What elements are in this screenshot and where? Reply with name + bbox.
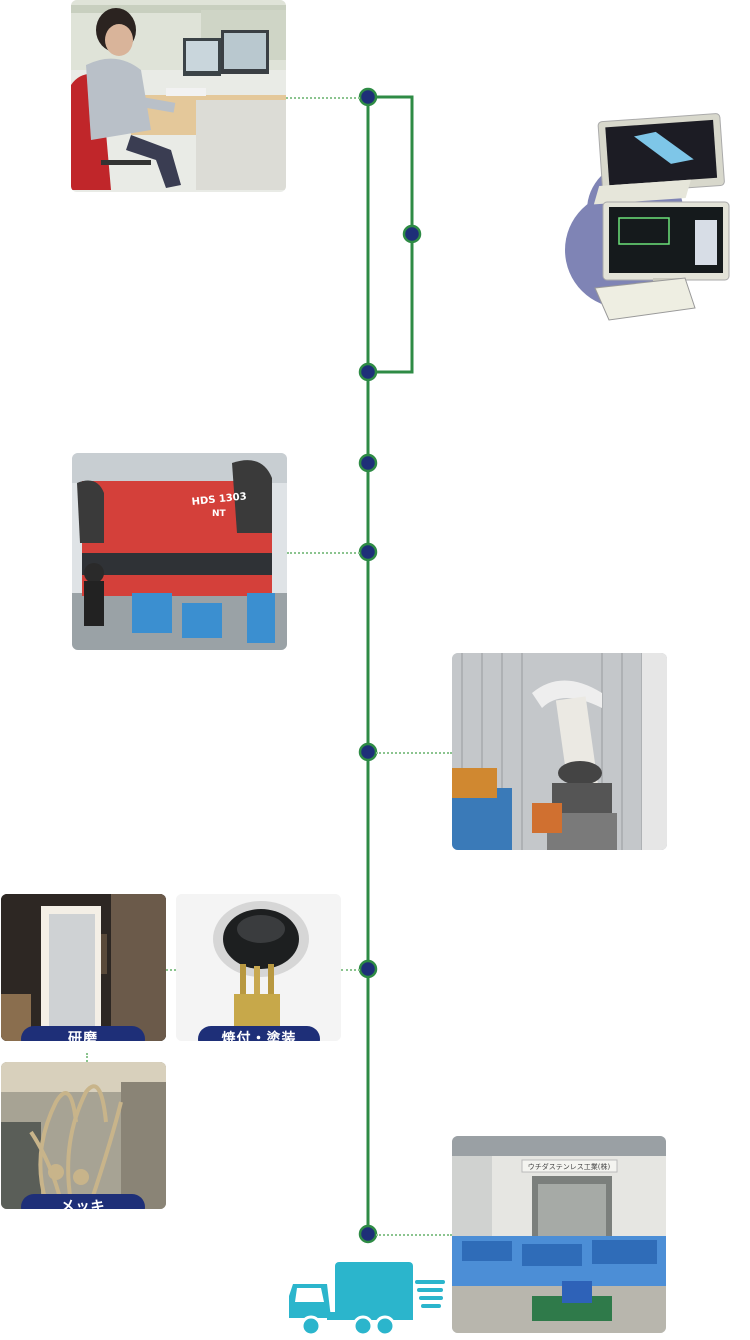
timeline-node-7 [358, 1224, 378, 1244]
timeline-node-3 [358, 453, 378, 473]
factory-sign: ウチダステンレス工業(株) [528, 1162, 611, 1171]
timeline-node-2 [358, 362, 378, 382]
polish-tag: 研磨 [21, 1026, 145, 1041]
timeline-node-bracket [402, 224, 422, 244]
timeline-node-4 [358, 542, 378, 562]
baking-painting-photo: 焼付・塗装 [176, 894, 341, 1041]
connector-office [286, 97, 360, 99]
machine-sub-label: NT [212, 509, 227, 519]
shipping-photo: ウチダステンレス工業(株) [452, 1136, 666, 1333]
connector-finishing-left [166, 969, 176, 971]
timeline-node-6 [358, 959, 378, 979]
press-brake-photo: HDS 1303 NT [72, 453, 287, 650]
timeline-node-5 [358, 742, 378, 762]
connector-shipping [376, 1234, 452, 1236]
polishing-photo: 研磨 [1, 894, 166, 1041]
connector-plating [86, 1053, 88, 1062]
office-photo [71, 0, 286, 192]
cad-computer-illustration [565, 110, 735, 330]
connector-press [287, 552, 360, 554]
plating-photo: メッキ [1, 1062, 166, 1209]
connector-robot [376, 752, 452, 754]
delivery-truck-icon [287, 1258, 447, 1340]
connector-finishing [341, 969, 360, 971]
baking-painting-tag: 焼付・塗装 [198, 1026, 320, 1041]
timeline-node-1 [358, 87, 378, 107]
welding-robot-photo [452, 653, 667, 850]
plating-tag: メッキ [21, 1194, 145, 1209]
